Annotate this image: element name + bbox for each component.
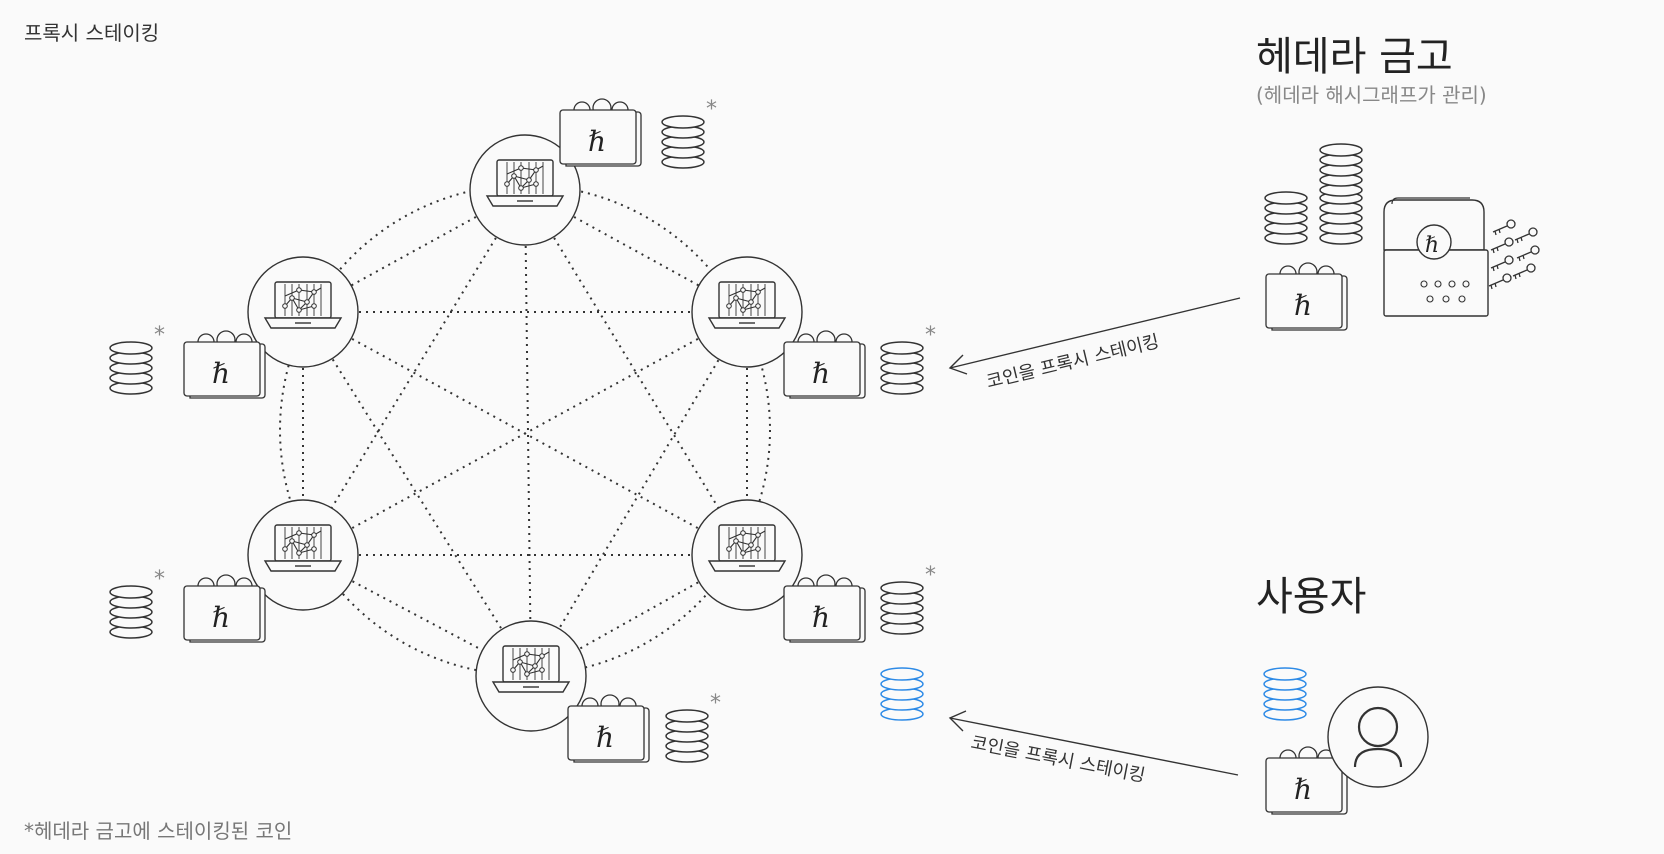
footnote: *헤데라 금고에 스테이킹된 코인 xyxy=(24,819,292,843)
key-icon xyxy=(1490,255,1514,272)
treasury-arrow-label: 코인을 프록시 스테이킹 xyxy=(984,331,1161,393)
coin-stack-icon xyxy=(665,709,709,763)
user-coin-stack-icon xyxy=(880,667,924,721)
hbar-symbol: ℏ xyxy=(1294,773,1312,806)
coin-stack-icon xyxy=(880,341,924,395)
key-icon xyxy=(1492,219,1516,236)
coin-stack-icon xyxy=(880,581,924,635)
key-icon xyxy=(1490,237,1514,254)
hbar-symbol: ℏ xyxy=(812,601,830,634)
user-avatar-icon xyxy=(1327,686,1429,788)
hbar-symbol: ℏ xyxy=(812,357,830,390)
asterisk-mark: * xyxy=(154,567,165,592)
asterisk-mark: * xyxy=(154,323,165,348)
coin-stack-icon xyxy=(109,341,153,395)
asterisk-mark: * xyxy=(925,323,936,348)
coin-stack-icon xyxy=(109,585,153,639)
user-coin-stack-icon xyxy=(1263,667,1307,721)
hbar-symbol: ℏ xyxy=(588,125,606,158)
asterisk-mark: * xyxy=(706,97,717,122)
user-title: 사용자 xyxy=(1256,574,1366,620)
tall-coin-stack-icon xyxy=(1319,143,1363,245)
corner-title: 프록시 스테이킹 xyxy=(24,21,159,45)
key-icon xyxy=(1516,245,1540,262)
asterisk-mark: * xyxy=(925,563,936,588)
hbar-symbol: ℏ xyxy=(1425,233,1439,258)
treasury-subtitle: (헤데라 해시그래프가 관리) xyxy=(1256,83,1487,107)
coin-stack-icon xyxy=(1264,191,1308,245)
hbar-symbol: ℏ xyxy=(1294,289,1312,322)
coin-stack-icon xyxy=(661,115,705,169)
treasury-stake-arrow xyxy=(948,297,1241,375)
key-icon xyxy=(1488,273,1512,290)
hbar-symbol: ℏ xyxy=(212,601,230,634)
asterisk-mark: * xyxy=(710,691,721,716)
network-edges xyxy=(279,184,771,677)
user-arrow-label: 코인을 프록시 스테이킹 xyxy=(969,732,1147,786)
hbar-symbol: ℏ xyxy=(596,721,614,754)
treasure-chest-icon: ℏ xyxy=(1383,197,1489,317)
treasury-title: 헤데라 금고 xyxy=(1256,34,1453,80)
key-icon xyxy=(1512,263,1536,280)
hbar-symbol: ℏ xyxy=(212,357,230,390)
user-stake-arrow xyxy=(948,710,1239,776)
key-icon xyxy=(1514,227,1538,244)
